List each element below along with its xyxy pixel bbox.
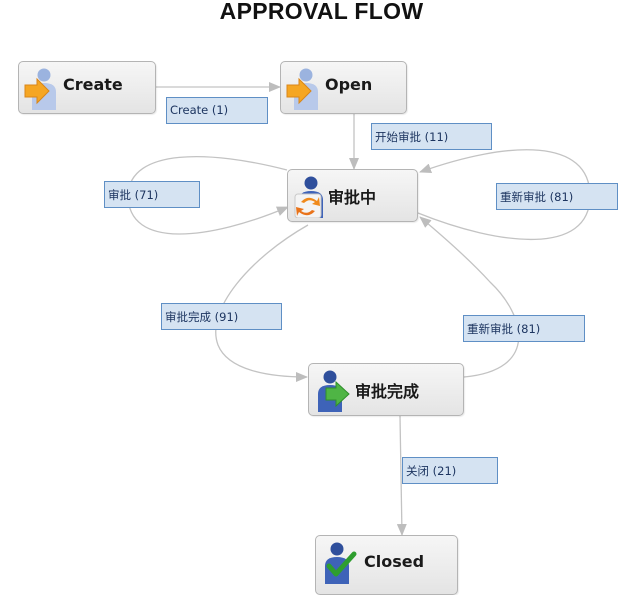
person-arrow-icon xyxy=(24,68,56,110)
person-check-icon xyxy=(325,542,357,584)
person-arrow-icon xyxy=(318,370,350,412)
edge-label-reapprove-back[interactable]: 重新审批 (81) xyxy=(463,315,585,342)
edge-label-approve-done[interactable]: 审批完成 (91) xyxy=(161,303,282,330)
person-arrow-icon xyxy=(286,68,318,110)
node-label: Closed xyxy=(364,552,425,571)
edge-done-inapproval xyxy=(419,216,520,378)
edge-label-create-open[interactable]: Create (1) xyxy=(166,97,268,124)
node-label: 审批完成 xyxy=(355,382,420,401)
edge-label-reapprove-loop[interactable]: 重新审批 (81) xyxy=(496,183,618,210)
diagram-title: APPROVAL FLOW xyxy=(219,0,424,24)
edge-inapproval-done xyxy=(215,224,309,382)
node-in-approval[interactable]: 审批中 xyxy=(287,169,418,222)
node-create[interactable]: Create xyxy=(18,61,156,114)
person-refresh-icon xyxy=(294,176,323,218)
node-label: Open xyxy=(325,75,373,94)
node-label: Create xyxy=(63,75,123,94)
edge-label-approve-loop[interactable]: 审批 (71) xyxy=(104,181,200,208)
edge-done-closed xyxy=(396,415,407,536)
node-approved[interactable]: 审批完成 xyxy=(308,363,464,416)
node-open[interactable]: Open xyxy=(280,61,407,114)
edge-label-start-approval[interactable]: 开始审批 (11) xyxy=(371,123,492,150)
node-label: 审批中 xyxy=(328,188,377,207)
node-closed[interactable]: Closed xyxy=(315,535,458,595)
edge-label-close[interactable]: 关闭 (21) xyxy=(402,457,498,484)
